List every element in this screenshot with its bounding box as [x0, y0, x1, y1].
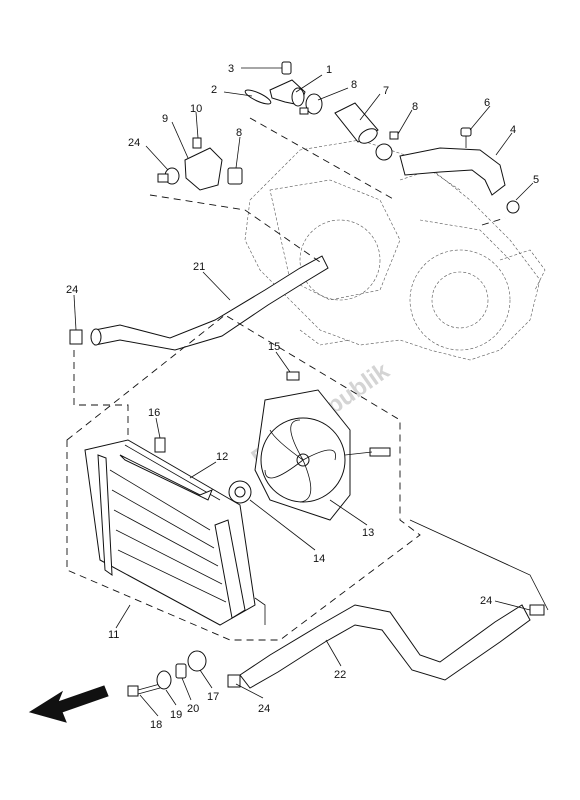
leader-dash-3	[73, 350, 129, 440]
part-20-washer	[156, 670, 172, 690]
part-17-clip	[154, 437, 166, 453]
callout-16: 15	[268, 341, 280, 353]
part-14-fan-motor	[254, 389, 391, 521]
callout-19: 18	[150, 719, 162, 731]
part-12-radiator	[84, 439, 256, 626]
callout-21: 20	[187, 703, 199, 715]
callout-24-top: 24	[128, 137, 140, 149]
callout-22: 21	[193, 261, 205, 273]
part-3-bolt	[281, 61, 292, 75]
part-10-thermostat-cover	[184, 147, 223, 191]
part-22-hose	[90, 255, 329, 351]
leader-dash-2	[149, 194, 321, 263]
part-5-oring	[506, 200, 520, 214]
part-19-bolt	[127, 683, 161, 697]
callout-5: 5	[533, 174, 539, 186]
callout-13: 12	[216, 451, 228, 463]
callout-11: 10	[190, 103, 202, 115]
part-16-bolt	[286, 371, 300, 381]
part-11-bolt	[192, 137, 202, 149]
callout-8a: 8	[351, 79, 357, 91]
callout-24-bottom: 24	[258, 703, 270, 715]
part-24-clamp-bottom	[227, 674, 241, 688]
part-24-clamp-top	[157, 167, 180, 185]
leader-line-right	[409, 519, 549, 611]
callout-24-left: 24	[66, 284, 78, 296]
callout-numbers: 3 1 2 8 7 8 6 4 5 10 9 8 24 21 24 15 16 …	[66, 63, 539, 731]
callout-12: 11	[108, 629, 119, 641]
part-9-sensor	[227, 167, 243, 185]
callout-18: 17	[207, 691, 219, 703]
direction-arrow-icon	[28, 685, 109, 723]
callout-6: 6	[484, 97, 490, 109]
leader-dash-4	[481, 217, 506, 226]
part-1-outlet-elbow	[269, 79, 306, 107]
leader-dash-1	[249, 117, 396, 201]
part-2-gasket	[244, 89, 272, 105]
part-15-radiator-cap	[228, 480, 252, 504]
part-24-clamp-left	[69, 329, 83, 345]
callout-15: 14	[313, 553, 325, 565]
radiator-group-box	[66, 314, 421, 641]
part-7-hose	[334, 102, 379, 144]
callout-23: 22	[334, 669, 346, 681]
part-4-pipe	[399, 147, 506, 196]
part-18-grommet	[187, 650, 207, 672]
callout-3: 3	[228, 63, 234, 75]
part-24-clamp-right	[529, 604, 545, 616]
callout-1: 1	[326, 64, 332, 76]
part-8-clamp-left	[299, 93, 323, 115]
callout-7: 7	[383, 85, 389, 97]
callout-17: 16	[148, 407, 160, 419]
part-21-collar	[175, 663, 187, 679]
part-6-bolt	[460, 127, 472, 148]
callout-14: 13	[362, 527, 374, 539]
callout-8b: 8	[412, 101, 418, 113]
callout-24-right: 24	[480, 595, 492, 607]
callout-2: 2	[211, 84, 217, 96]
callout-10: 9	[162, 113, 168, 125]
part-13-bracket	[119, 454, 213, 501]
callout-4: 4	[510, 124, 516, 136]
part-8-clamp-right	[375, 131, 399, 161]
leader-line-radiator	[254, 597, 266, 625]
callout-20: 19	[170, 709, 182, 721]
callout-leaders	[73, 67, 534, 717]
callout-9: 8	[236, 127, 242, 139]
part-23-hose	[239, 604, 531, 689]
